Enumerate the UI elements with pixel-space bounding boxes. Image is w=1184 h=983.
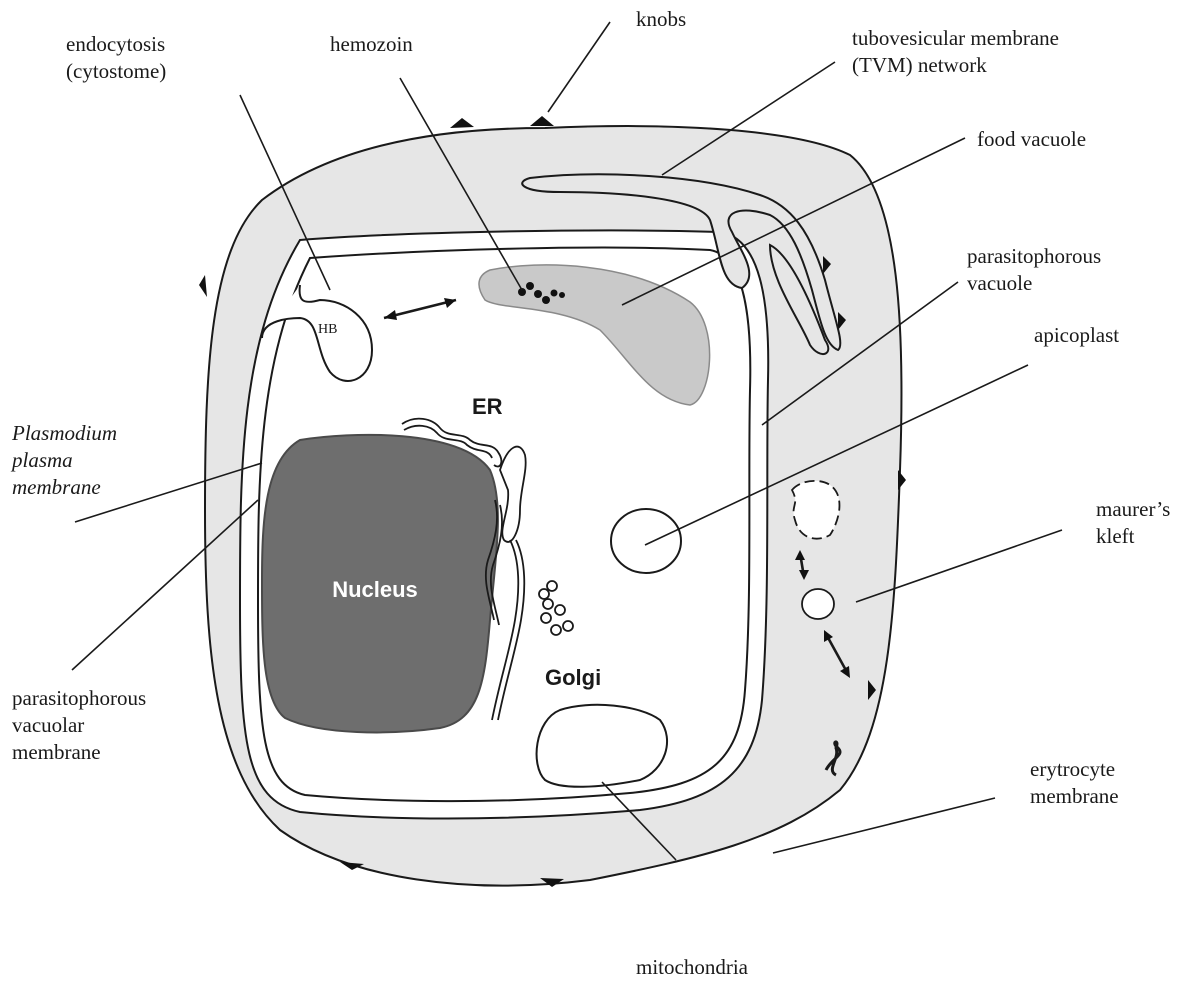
maurers-cleft-label: maurer’s	[1096, 497, 1170, 521]
knob	[450, 118, 474, 128]
ppm-label-line3: membrane	[12, 475, 101, 499]
endocytosis-label: endocytosis	[66, 32, 165, 56]
pvm-label-line2: vacuolar	[12, 713, 84, 737]
apicoplast-label: apicoplast	[1034, 323, 1119, 347]
pvm-label: parasitophorous	[12, 686, 146, 710]
hb-label: HB	[318, 322, 337, 337]
nucleus-label: Nucleus	[332, 577, 418, 602]
tvm-label-line2: (TVM) network	[852, 53, 987, 77]
pv-label: parasitophorous	[967, 244, 1101, 268]
er-label: ER	[472, 394, 503, 419]
tvm-label: tubovesicular membrane	[852, 26, 1059, 50]
knob	[530, 116, 554, 126]
pvm-label-line3: membrane	[12, 740, 101, 764]
endocytosis-label-line2: (cytostome)	[66, 59, 166, 83]
maurers-cleft-vesicle	[802, 589, 834, 619]
pv-label-line2: vacuole	[967, 271, 1032, 295]
apicoplast	[611, 509, 681, 573]
mitochondria-label: mitochondria	[636, 955, 749, 979]
knob	[199, 275, 207, 297]
ppm-label: Plasmodium	[11, 421, 117, 445]
erythrocyte-membrane-label: erytrocyte	[1030, 757, 1115, 781]
food-vacuole-label: food vacuole	[977, 127, 1086, 151]
erythrocyte-membrane-label-line2: membrane	[1030, 784, 1119, 808]
maurers-cleft-label-line2: kleft	[1096, 524, 1135, 548]
knobs-label: knobs	[636, 7, 686, 31]
knob	[898, 470, 906, 490]
mitochondrion	[537, 705, 667, 787]
hemozoin-label: hemozoin	[330, 32, 413, 56]
ppm-label-line2: plasma	[10, 448, 73, 472]
golgi-label: Golgi	[545, 665, 601, 690]
